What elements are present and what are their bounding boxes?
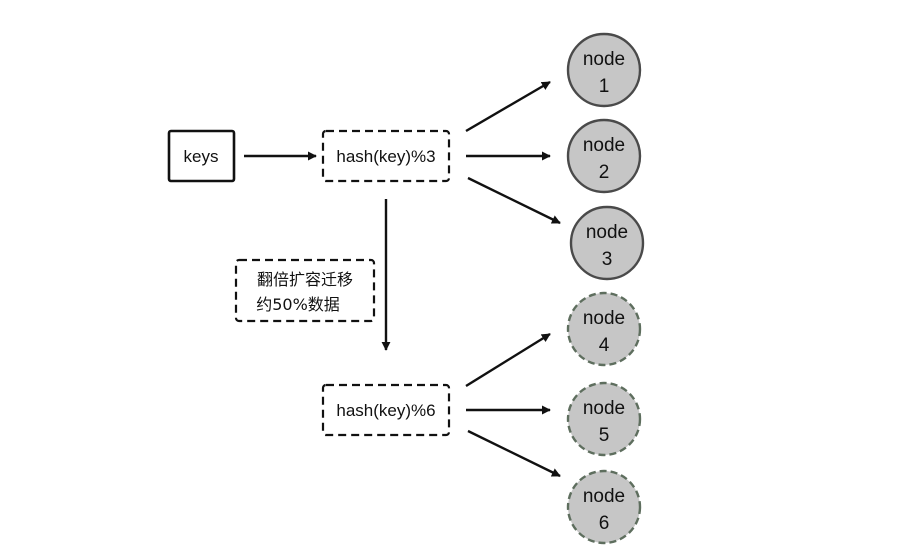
node-5-circle bbox=[566, 381, 642, 457]
node-1-circle bbox=[566, 32, 642, 108]
hash-mod-6-box-border bbox=[321, 383, 451, 437]
hash-mod-3-box-border bbox=[321, 129, 451, 183]
node-4-number: 4 bbox=[599, 335, 610, 356]
node-6: node 6 bbox=[566, 469, 642, 545]
node-1-number: 1 bbox=[599, 76, 610, 97]
node-2-word: node bbox=[583, 135, 625, 156]
node-5: node 5 bbox=[566, 381, 642, 457]
node-5-word: node bbox=[583, 398, 625, 419]
arrow-hash-mod-3-to-node-1 bbox=[465, 80, 551, 133]
migration-note-line-1: 翻倍扩容迁移 bbox=[257, 270, 353, 289]
hash-mod-3-box-label: hash(key)%3 bbox=[336, 147, 435, 166]
node-3-number: 3 bbox=[602, 249, 613, 270]
keys-box: keys bbox=[167, 129, 236, 183]
migration-note: 翻倍扩容迁移 约50%数据 bbox=[234, 258, 376, 323]
node-3-circle bbox=[569, 205, 645, 281]
node-4: node 4 bbox=[566, 291, 642, 367]
node-2: node 2 bbox=[566, 118, 642, 194]
node-1: node 1 bbox=[566, 32, 642, 108]
node-4-circle bbox=[566, 291, 642, 367]
migration-note-line-2: 约50%数据 bbox=[256, 295, 340, 314]
arrow-hash-mod-6-to-node-6 bbox=[467, 429, 561, 478]
node-3: node 3 bbox=[569, 205, 645, 281]
hash-mod-6-box-label: hash(key)%6 bbox=[336, 401, 435, 420]
hash-mod-6-box: hash(key)%6 bbox=[321, 383, 451, 437]
node-4-word: node bbox=[583, 308, 625, 329]
keys-box-label: keys bbox=[184, 147, 219, 166]
hash-mod-3-box: hash(key)%3 bbox=[321, 129, 451, 183]
arrows bbox=[244, 80, 561, 478]
arrow-hash-mod-3-to-node-3 bbox=[467, 176, 561, 225]
node-6-number: 6 bbox=[599, 513, 610, 534]
keys-box-border bbox=[167, 129, 236, 183]
node-1-word: node bbox=[583, 49, 625, 70]
node-6-circle bbox=[566, 469, 642, 545]
node-6-word: node bbox=[583, 486, 625, 507]
migration-note-border bbox=[234, 258, 376, 323]
node-5-number: 5 bbox=[599, 425, 610, 446]
node-2-circle bbox=[566, 118, 642, 194]
arrow-hash-mod-6-to-node-4 bbox=[465, 332, 551, 388]
node-2-number: 2 bbox=[599, 162, 610, 183]
node-3-word: node bbox=[586, 222, 628, 243]
